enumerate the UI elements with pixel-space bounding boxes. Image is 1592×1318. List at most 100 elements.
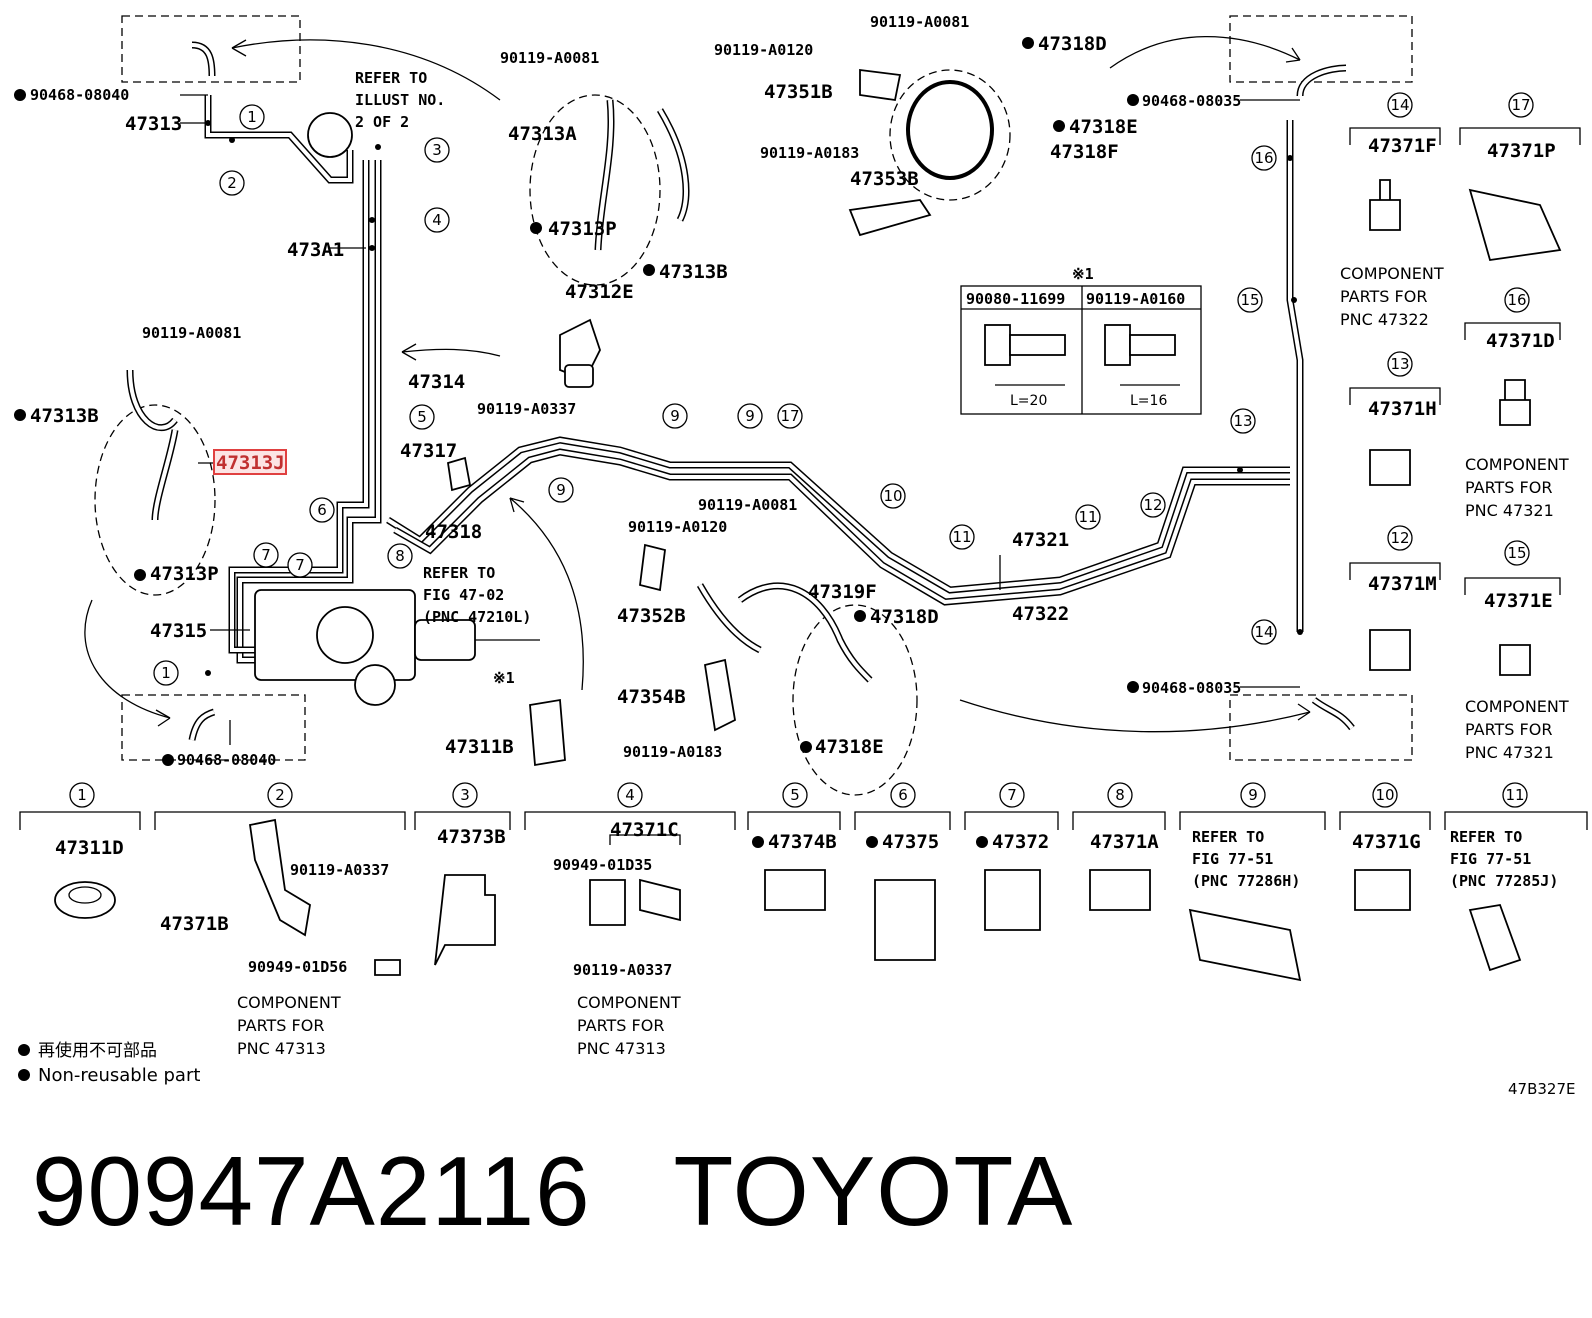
svg-text:47311B: 47311B (445, 736, 514, 758)
clip-47318 (446, 456, 472, 492)
svg-text:PARTS FOR: PARTS FOR (577, 1016, 664, 1035)
svg-text:9: 9 (670, 407, 680, 425)
label-47313J[interactable]: 47313J (216, 452, 285, 474)
svg-text:PNC 47322: PNC 47322 (1340, 310, 1429, 329)
bolt-table (960, 285, 1202, 415)
label-47313: 47313 (125, 113, 182, 135)
ref-box-top-right (1229, 15, 1413, 83)
part-labels: 90468-08040 47313 REFER TO ILLUST NO. 2 … (30, 13, 1241, 769)
footer-title: 90947A2116 TOYOTA (32, 1135, 1073, 1248)
svg-text:90119-A0081: 90119-A0081 (698, 496, 797, 514)
svg-text:47354B: 47354B (617, 686, 686, 708)
svg-text:4: 4 (432, 211, 442, 229)
svg-text:COMPONENT: COMPONENT (237, 993, 341, 1012)
svg-text:47351B: 47351B (764, 81, 833, 103)
svg-text:10: 10 (883, 487, 902, 505)
svg-text:9: 9 (1248, 786, 1258, 804)
svg-text:PARTS FOR: PARTS FOR (1465, 720, 1552, 739)
detail-circle-wheel (889, 69, 1011, 201)
svg-text:1: 1 (247, 108, 257, 126)
bracket-47354B (703, 658, 736, 732)
svg-text:47318: 47318 (425, 521, 482, 543)
brake-actuator (254, 112, 540, 706)
svg-text:90119-A0337: 90119-A0337 (477, 400, 576, 418)
svg-text:47322: 47322 (1012, 603, 1069, 625)
svg-text:47312E: 47312E (565, 281, 634, 303)
svg-text:47318F: 47318F (1050, 141, 1119, 163)
svg-text:17: 17 (780, 407, 799, 425)
svg-text:14: 14 (1254, 623, 1273, 641)
svg-text:47317: 47317 (400, 440, 457, 462)
bracket-47353B (848, 199, 932, 237)
svg-text:47375: 47375 (882, 831, 939, 853)
bracket-47311B (529, 698, 566, 767)
svg-text:11: 11 (1505, 786, 1524, 804)
svg-text:47321: 47321 (1012, 529, 1069, 551)
bracket-47351B (859, 68, 902, 102)
svg-text:90119-A0183: 90119-A0183 (760, 144, 859, 162)
label-473A1: 473A1 (287, 239, 344, 261)
brand-name: TOYOTA (673, 1136, 1074, 1246)
svg-text:47318E: 47318E (815, 736, 884, 758)
svg-text:47371E: 47371E (1484, 590, 1553, 612)
svg-text:13: 13 (1390, 355, 1409, 373)
svg-text:4: 4 (625, 786, 635, 804)
arrow-top-right (1109, 36, 1301, 69)
leader-lines (180, 94, 1300, 745)
drawing-code: 47B327E (1508, 1080, 1576, 1098)
svg-text:1: 1 (77, 786, 87, 804)
svg-text:PNC 47321: PNC 47321 (1465, 743, 1554, 762)
svg-text:COMPONENT: COMPONENT (1465, 697, 1569, 716)
svg-text:47371H: 47371H (1368, 398, 1437, 420)
svg-text:REFER TO: REFER TO (423, 564, 495, 582)
svg-text:PNC 47313: PNC 47313 (237, 1039, 326, 1058)
svg-text:47313B: 47313B (659, 261, 728, 283)
svg-text:PARTS FOR: PARTS FOR (1465, 478, 1552, 497)
svg-text:47313P: 47313P (548, 218, 617, 240)
right-clips (1369, 179, 1562, 676)
detail-circle-left (94, 404, 216, 596)
svg-text:17: 17 (1511, 96, 1530, 114)
part-number: 90947A2116 (32, 1136, 591, 1246)
svg-text:14: 14 (1390, 96, 1409, 114)
svg-text:11: 11 (1078, 508, 1097, 526)
svg-text:90468-08035: 90468-08035 (1142, 679, 1241, 697)
svg-text:3: 3 (432, 141, 442, 159)
svg-text:90119-A0337: 90119-A0337 (290, 861, 389, 879)
svg-text:90119-A0081: 90119-A0081 (142, 324, 241, 342)
nonreusable-dots (14, 37, 1139, 848)
svg-text:90468-08040: 90468-08040 (177, 751, 276, 769)
arrow-top-left (231, 39, 501, 101)
svg-text:FIG 77-51: FIG 77-51 (1192, 850, 1273, 868)
highlight-47313J[interactable] (213, 449, 287, 475)
svg-text:COMPONENT: COMPONENT (577, 993, 681, 1012)
svg-text:47314: 47314 (408, 371, 465, 393)
svg-text:90119-A0120: 90119-A0120 (714, 41, 813, 59)
svg-text:15: 15 (1240, 291, 1259, 309)
svg-text:※1: ※1 (1072, 265, 1094, 283)
svg-text:90119-A0081: 90119-A0081 (870, 13, 969, 31)
svg-text:ILLUST NO.: ILLUST NO. (355, 91, 445, 109)
svg-text:15: 15 (1507, 544, 1526, 562)
svg-text:※1: ※1 (493, 669, 515, 687)
legend-en: Non-reusable part (38, 1065, 200, 1086)
svg-text:47371B: 47371B (160, 913, 229, 935)
circled-numbers: 1 2 3 4 5 6 7 7 8 1 9 9 9 17 10 11 11 12… (69, 92, 1534, 808)
svg-text:47313P: 47313P (150, 563, 219, 585)
svg-text:2: 2 (227, 174, 237, 192)
svg-text:47352B: 47352B (617, 605, 686, 627)
svg-text:(PNC 47210L): (PNC 47210L) (423, 608, 531, 626)
svg-text:8: 8 (1115, 786, 1125, 804)
svg-text:6: 6 (317, 501, 327, 519)
svg-text:16: 16 (1507, 291, 1526, 309)
svg-text:L=20: L=20 (1010, 393, 1047, 409)
svg-text:47371D: 47371D (1486, 330, 1555, 352)
svg-text:90949-01D35: 90949-01D35 (553, 856, 652, 874)
svg-text:(PNC 77285J): (PNC 77285J) (1450, 872, 1558, 890)
svg-text:90949-01D56: 90949-01D56 (248, 958, 347, 976)
svg-text:47374B: 47374B (768, 831, 837, 853)
legend: 再使用不可部品 Non-reusable part 47B327E (18, 1040, 1576, 1098)
right-column-labels: 47371F 47371P 47371D 47371H 47371M 47371… (1340, 135, 1569, 762)
brake-tubes (204, 95, 1304, 664)
svg-text:REFER TO: REFER TO (1450, 828, 1522, 846)
